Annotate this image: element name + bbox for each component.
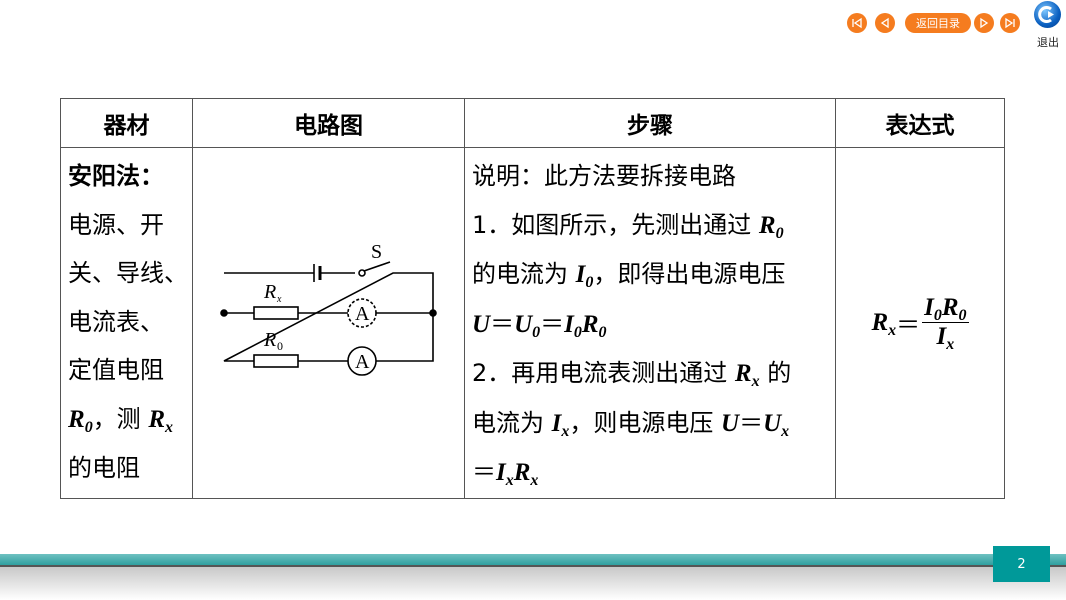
text-line: 关、导线、 — [61, 249, 192, 298]
header-equipment: 器材 — [60, 98, 193, 148]
text-segment: ＝ — [490, 309, 515, 338]
math-variable: U — [472, 310, 491, 338]
equipment-cell: 安阳法： 电源、开关、导线、电流表、定值电阻 R0，测 Rx 的电阻 — [61, 148, 192, 493]
footer-bar — [0, 554, 1066, 567]
text-line: 电流表、 — [61, 298, 192, 347]
rx-label: R — [263, 281, 276, 303]
math-variable: I0 — [575, 261, 594, 291]
text-segment: ＝ — [472, 458, 496, 486]
header-circuit: 电路图 — [192, 98, 465, 148]
formula-numerator: I0R0 — [922, 294, 969, 325]
ammeter-dashed — [347, 298, 377, 328]
header-expression: 表达式 — [835, 98, 1005, 148]
triangle-right-icon — [980, 17, 989, 29]
text-segment: ＝ — [540, 309, 565, 338]
text-line: 1．如图所示，先测出通过 R0 — [465, 201, 835, 251]
math-variable: Rx — [734, 360, 760, 390]
math-variable: U0 — [514, 310, 541, 341]
text-line: 电流为 Ix，则电源电压 U＝Ux — [465, 399, 835, 449]
math-variable: Ix — [551, 409, 570, 440]
text-line: R0，测 Rx — [61, 395, 192, 445]
formula-fraction: I0R0 Ix — [922, 294, 969, 354]
text-segment: 定值电阻 — [68, 356, 164, 384]
text-line: 定值电阻 — [61, 346, 192, 395]
bold-label: 安阳法： — [68, 162, 164, 190]
math-variable: Rx — [148, 405, 174, 436]
r0-label: R — [263, 329, 276, 351]
method-table: 器材 电路图 步骤 表达式 安阳法： 电源、开关、导线、电流表、定值电阻 R0，测 … — [60, 98, 1005, 499]
previous-page-button[interactable] — [875, 13, 895, 33]
junction-left — [220, 309, 228, 317]
switch-label: S — [371, 241, 382, 263]
text-segment: 的 — [759, 359, 792, 387]
math-variable: Ux — [763, 409, 790, 440]
last-page-button[interactable] — [1000, 13, 1020, 33]
triangle-left-icon — [880, 17, 889, 29]
text-line: 安阳法： — [61, 152, 192, 201]
text-segment: 电源、开 — [68, 210, 164, 239]
text-line: 2．再用电流表测出通过 Rx 的 — [465, 349, 835, 399]
text-segment: 电流为 — [472, 408, 552, 437]
exit-button-label[interactable]: 退出 — [1037, 36, 1059, 49]
text-line: 的电阻 — [61, 444, 192, 493]
formula-denominator: Ix — [936, 323, 955, 354]
text-segment: 电流表、 — [68, 307, 164, 336]
skip-forward-icon — [1005, 17, 1015, 29]
switch-blade — [363, 261, 391, 272]
rx-sub: x — [276, 294, 282, 305]
text-segment: 2．再用电流表测出通过 — [472, 359, 735, 387]
resistor-rx — [253, 306, 299, 320]
text-segment: ，测 — [92, 404, 149, 433]
footer-shadow — [0, 567, 1066, 600]
text-line: 说明：此方法要拆接电路 — [465, 152, 835, 201]
next-page-button[interactable] — [974, 13, 994, 33]
math-variable: I0 — [564, 310, 582, 341]
text-line: ＝IxRx — [465, 448, 835, 498]
text-segment: 的电流为 — [472, 260, 576, 288]
text-segment: 1．如图所示，先测出通过 — [472, 210, 759, 239]
first-page-button[interactable] — [847, 13, 867, 33]
ammeter-dashed-label: A — [355, 303, 370, 325]
text-segment: 说明：此方法要拆接电路 — [472, 162, 736, 190]
ammeter-label: A — [355, 351, 370, 373]
formula-lhs: Rx — [871, 308, 897, 339]
text-line: 的电流为 I0，即得出电源电压 — [465, 250, 835, 300]
exit-icon[interactable] — [1034, 1, 1061, 28]
page-number: 2 — [993, 546, 1050, 582]
math-variable: U — [721, 409, 740, 437]
math-variable: R0 — [581, 310, 607, 341]
math-variable: Ix — [496, 459, 514, 489]
math-variable: R0 — [758, 211, 784, 242]
ammeter — [347, 346, 377, 376]
switch-pivot — [358, 269, 366, 277]
text-segment: 的电阻 — [68, 454, 140, 482]
text-segment: ＝ — [739, 408, 764, 437]
header-steps: 步骤 — [464, 98, 836, 148]
text-segment: ，则电源电压 — [569, 408, 722, 437]
text-segment: 关、导线、 — [68, 259, 188, 287]
math-variable: R0 — [68, 405, 93, 436]
text-line: U＝U0＝I0R0 — [465, 300, 835, 350]
resistor-r0 — [253, 354, 299, 368]
formula-equals: ＝ — [896, 311, 921, 340]
math-variable: Rx — [513, 459, 539, 489]
circuit-diagram: S R x R 0 A A — [220, 241, 437, 376]
skip-back-icon — [852, 17, 862, 29]
text-line: 电源、开 — [61, 201, 192, 250]
r0-sub: 0 — [277, 339, 283, 353]
back-to-contents-button[interactable]: 返回目录 — [905, 13, 971, 33]
junction-right — [429, 309, 437, 317]
expression-formula: Rx ＝ I0R0 Ix — [836, 148, 1004, 498]
text-segment: ，即得出电源电压 — [593, 260, 786, 288]
